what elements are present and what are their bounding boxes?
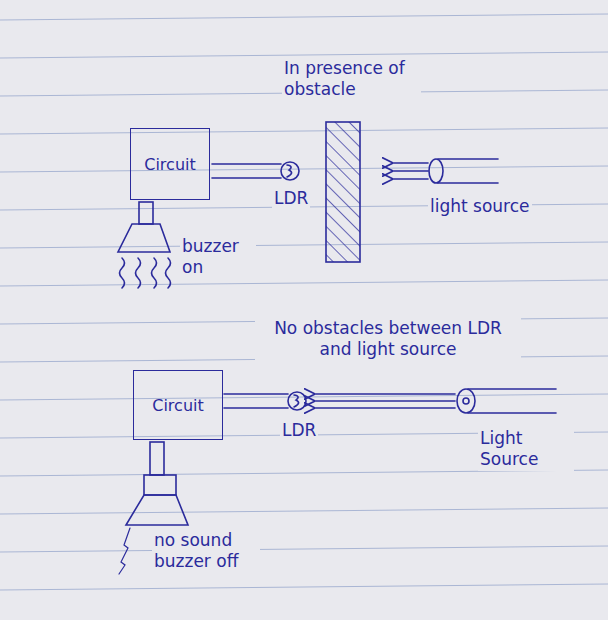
obstacle <box>326 122 360 262</box>
ldr-symbol <box>281 162 299 180</box>
buzzer-symbol <box>118 202 170 252</box>
light-source-symbol <box>392 159 498 183</box>
wires <box>212 164 281 178</box>
note-label: buzzer on <box>180 236 256 279</box>
circuit-box: Circuit <box>130 128 210 200</box>
ruled-lines <box>0 14 608 590</box>
note-label: light source <box>428 196 532 217</box>
wires <box>224 394 288 408</box>
note-label: In presence of obstacle <box>282 58 421 101</box>
circuit-box: Circuit <box>133 370 223 440</box>
note-label: LDR <box>280 420 318 441</box>
note-label: no sound buzzer off <box>152 530 260 573</box>
note-label: Light Source <box>478 428 574 471</box>
light-source-symbol <box>314 389 556 413</box>
ldr-symbol <box>288 392 306 410</box>
box-label: Circuit <box>152 396 204 415</box>
sound-waves <box>120 258 171 288</box>
note-label: No obstacles between LDR and light sourc… <box>255 318 521 361</box>
note-label: LDR <box>272 188 310 209</box>
box-label: Circuit <box>144 155 196 174</box>
